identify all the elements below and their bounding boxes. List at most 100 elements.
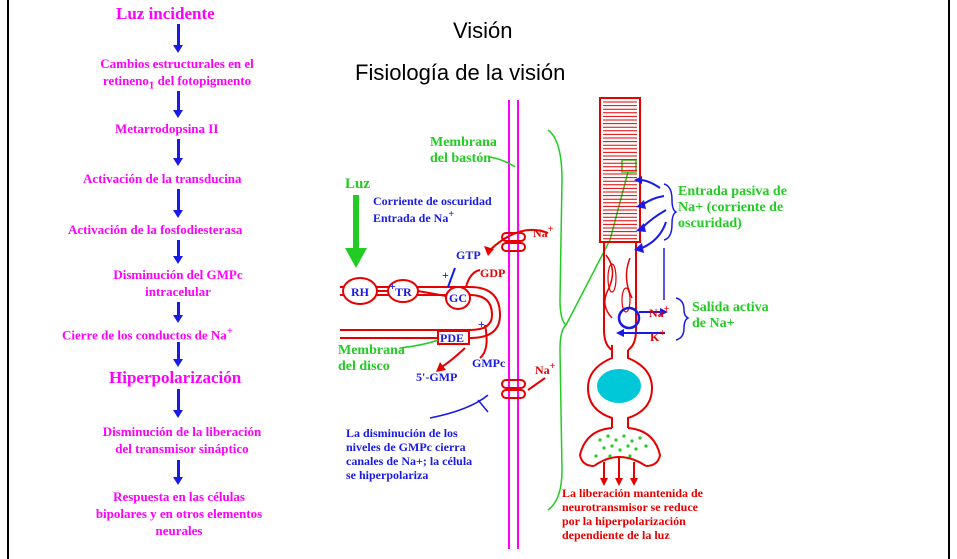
na-k-pump — [617, 306, 641, 330]
entrada-pasiva-line1: Entrada pasiva de — [678, 184, 787, 199]
label-membrana-baston: Membrana del bastón — [430, 135, 497, 167]
cascade-arrow — [173, 240, 183, 264]
label-gdp: GDP — [480, 266, 506, 280]
cascade-arrow — [173, 24, 183, 53]
label-plus-pde: + — [478, 317, 485, 331]
label-corriente-oscuridad: Corriente de oscuridad Entrada de Na+ — [373, 194, 492, 225]
disminucion-line2: niveles de GMPc cierra — [346, 440, 466, 454]
label-na-pump: Na+ — [649, 303, 669, 320]
cascade-arrow — [173, 91, 183, 118]
cascade-arrow — [173, 342, 183, 367]
pde-node — [437, 330, 470, 345]
corriente-line1: Corriente de oscuridad — [373, 194, 492, 208]
na-pump-text: Na — [649, 306, 664, 320]
liberacion-line1: La liberación mantenida de — [562, 486, 704, 500]
membrana-baston-line2: del bastón — [430, 151, 492, 166]
liberacion-line3: por la hiperpolarización — [562, 514, 686, 528]
entrada-sup: + — [448, 209, 455, 220]
guanylyl-cyclase-node — [445, 286, 471, 310]
label-gc: GC — [449, 291, 467, 305]
step-gmpc-line1: Disminución del GMPc — [113, 267, 243, 282]
label-pde: PDE — [440, 331, 464, 345]
step-respuesta: Respuesta en las células bipolares y en … — [67, 488, 291, 539]
na-blocked-arrow — [527, 377, 546, 391]
retineno-text: retineno — [102, 73, 149, 88]
na-channel — [501, 242, 526, 252]
membrana-disco-line1: Membrana — [338, 343, 405, 358]
step-respuesta-line2: bipolares y en otros elementos — [95, 506, 263, 521]
step-metarrodopsina: Metarrodopsina II — [115, 121, 219, 136]
entrada-pasiva-line2: Na+ (corriente de — [678, 200, 784, 215]
label-k-pump: K+ — [650, 327, 665, 344]
label-rh: RH — [351, 285, 369, 299]
salida-line2: de Na+ — [692, 316, 735, 331]
light-arrowhead — [345, 248, 367, 268]
step-disminucion-gmpc: Disminución del GMPc intracelular — [88, 266, 268, 300]
label-membrana-disco: Membrana del disco — [338, 343, 405, 375]
liberacion-line4: dependiente de la luz — [562, 528, 670, 542]
label-entrada-pasiva: Entrada pasiva de Na+ (corriente de oscu… — [678, 184, 787, 232]
label-tr: TR — [395, 285, 412, 299]
nucleus — [597, 369, 641, 403]
membrana-baston-line1: Membrana — [430, 135, 497, 150]
slide-title: Visión — [453, 18, 513, 43]
label-salida-activa: Salida activa de Na+ — [692, 300, 769, 332]
step-disminucion-liberacion: Disminución de la liberación del transmi… — [72, 423, 292, 457]
right-border — [948, 0, 950, 559]
membrana-disco-line2: del disco — [338, 359, 390, 374]
step-cambios: Cambios estructurales en el retineno1 de… — [82, 55, 272, 95]
label-gmpc: GMPc — [472, 356, 506, 370]
leader-line — [489, 156, 516, 168]
cascade-arrow — [173, 302, 183, 323]
arrowhead — [484, 246, 494, 256]
step-liberacion-line1: Disminución de la liberación — [102, 424, 262, 439]
na-channel-closed — [501, 379, 526, 389]
step-fosfodiesterasa: Activación de la fosfodiesterasa — [68, 222, 243, 237]
corriente-line2: Entrada de Na+ — [373, 208, 492, 225]
entrada-text: Entrada de Na — [373, 211, 449, 225]
step-gmpc-line2: intracelular — [145, 284, 211, 299]
label-luz: Luz — [345, 176, 371, 192]
step-hiperpolarizacion: Hiperpolarización — [109, 368, 242, 387]
na-sup: + — [547, 224, 554, 235]
step-respuesta-line3: neurales — [155, 523, 203, 538]
cierre-sup: + — [226, 325, 233, 337]
liberacion-line2: neurotransmisor se reduce — [562, 500, 698, 514]
label-gtp: GTP — [456, 248, 481, 262]
synaptic-terminal — [578, 427, 662, 467]
label-plus-gc: + — [442, 268, 449, 282]
entrada-pasiva-line3: oscuridad) — [678, 216, 742, 231]
na-channel-closed — [501, 389, 526, 399]
k-pump-sup: + — [659, 328, 666, 339]
label-disminucion-gmpc: La disminución de los niveles de GMPc ci… — [346, 426, 472, 482]
step-cambios-line2: retineno1 del fotopigmento — [82, 72, 272, 95]
cascade-arrow — [173, 389, 183, 418]
step-transducina: Activación de la transducina — [83, 171, 242, 186]
cascade-arrow — [173, 139, 183, 166]
rod-cell — [578, 97, 668, 486]
left-border — [7, 0, 9, 559]
label-liberacion-mantenida: La liberación mantenida de neurotransmis… — [562, 486, 703, 542]
nucleus-region — [586, 350, 654, 428]
disc-membrane — [340, 286, 502, 339]
step-liberacion-line2: del transmisor sináptico — [115, 441, 249, 456]
retineno-subscript: 1 — [148, 79, 155, 92]
na-bottom-sup: + — [549, 361, 556, 372]
inner-segment — [603, 242, 637, 352]
slide-subtitle: Fisiología de la visión — [355, 60, 566, 85]
label-5gmp: 5'-GMP — [416, 370, 458, 384]
k-pump-text: K — [650, 330, 660, 344]
label-na-bottom: Na+ — [535, 360, 555, 377]
na-text: Na — [533, 226, 548, 240]
cierre-text: Cierre de los conductos de Na — [62, 327, 227, 343]
disminucion-line1: La disminución de los — [346, 426, 458, 440]
label-plus-tr: + — [389, 279, 396, 293]
step-cierre: Cierre de los conductos de Na+ — [62, 323, 233, 343]
step-cambios-line1: Cambios estructurales en el — [100, 56, 254, 71]
step-respuesta-line1: Respuesta en las células — [113, 489, 245, 504]
label-na-top: Na+ — [533, 223, 553, 240]
outer-segment — [599, 97, 641, 243]
disminucion-line4: se hiperpolariza — [346, 468, 429, 482]
